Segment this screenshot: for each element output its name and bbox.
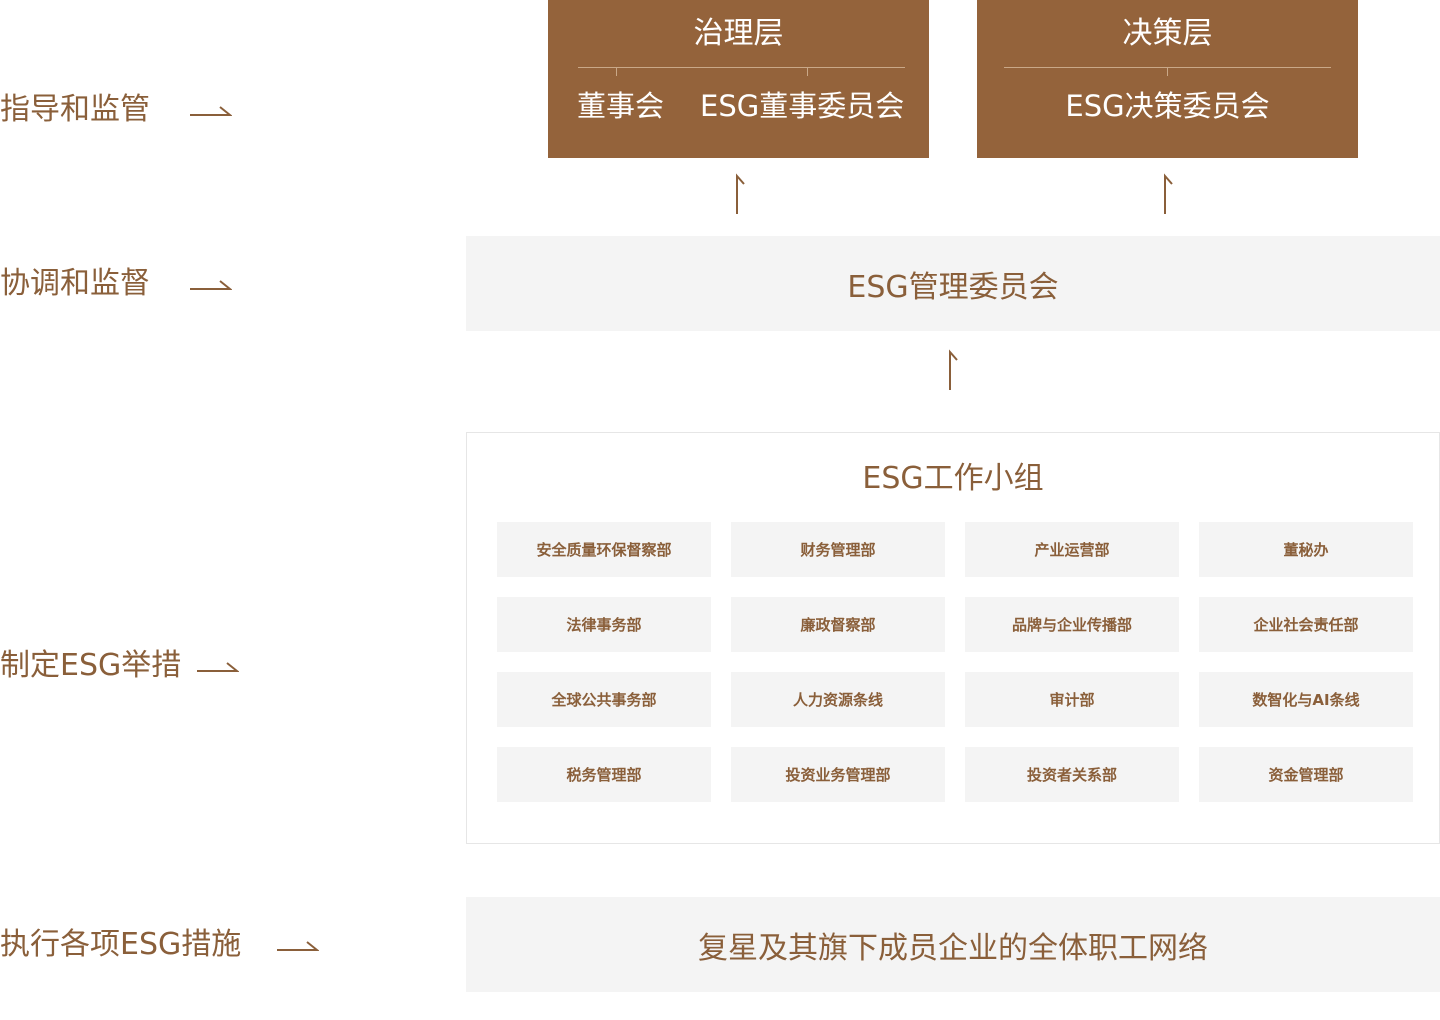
divider-tick: [616, 67, 617, 76]
department-item: 资金管理部: [1199, 747, 1413, 802]
row-label-formulate-text: 制定ESG举措: [0, 648, 182, 683]
esg-board-committee-label: ESG董事委员会: [700, 89, 905, 123]
divider: [578, 67, 905, 68]
row-label-formulate: 制定ESG举措: [0, 646, 240, 686]
board-label: 董事会: [577, 89, 665, 123]
working-group-title: ESG工作小组: [862, 461, 1044, 496]
department-item: 投资业务管理部: [731, 747, 945, 802]
esg-management-committee: ESG管理委员会: [466, 236, 1440, 331]
department-grid: 安全质量环保督察部 财务管理部 产业运营部 董秘办 法律事务部 廉政督察部 品牌…: [497, 522, 1413, 802]
esg-working-group: ESG工作小组 安全质量环保督察部 财务管理部 产业运营部 董秘办 法律事务部 …: [466, 432, 1440, 844]
department-item: 廉政督察部: [731, 597, 945, 652]
row-label-coordinate-text: 协调和监督: [0, 266, 150, 301]
department-item: 审计部: [965, 672, 1179, 727]
divider-tick: [807, 67, 808, 76]
right-arrow-icon: [190, 274, 232, 294]
department-item: 安全质量环保督察部: [497, 522, 711, 577]
department-item: 法律事务部: [497, 597, 711, 652]
up-arrow-icon: [1164, 173, 1173, 214]
department-item: 投资者关系部: [965, 747, 1179, 802]
department-item: 董秘办: [1199, 522, 1413, 577]
department-item: 税务管理部: [497, 747, 711, 802]
row-label-guide-text: 指导和监管: [0, 92, 150, 127]
right-arrow-icon: [197, 656, 240, 676]
row-label-guide: 指导和监管: [0, 90, 232, 130]
department-item: 人力资源条线: [731, 672, 945, 727]
decision-title: 决策层: [1122, 16, 1213, 51]
esg-decision-committee-label: ESG决策委员会: [1065, 89, 1270, 123]
employee-network: 复星及其旗下成员企业的全体职工网络: [466, 897, 1440, 992]
department-item: 企业社会责任部: [1199, 597, 1413, 652]
decision-box: 决策层 ESG决策委员会: [977, 0, 1358, 158]
right-arrow-icon: [277, 935, 320, 955]
department-item: 产业运营部: [965, 522, 1179, 577]
department-item: 品牌与企业传播部: [965, 597, 1179, 652]
up-arrow-icon: [949, 349, 958, 390]
row-label-execute: 执行各项ESG措施: [0, 925, 320, 965]
esg-management-committee-label: ESG管理委员会: [847, 269, 1059, 305]
row-label-coordinate: 协调和监督: [0, 264, 232, 304]
up-arrow-icon: [736, 173, 745, 214]
department-item: 全球公共事务部: [497, 672, 711, 727]
department-item: 财务管理部: [731, 522, 945, 577]
department-item: 数智化与AI条线: [1199, 672, 1413, 727]
right-arrow-icon: [190, 100, 232, 120]
divider-tick: [1167, 67, 1168, 76]
governance-title: 治理层: [693, 16, 784, 51]
governance-box: 治理层 董事会 ESG董事委员会: [548, 0, 929, 158]
employee-network-label: 复星及其旗下成员企业的全体职工网络: [698, 930, 1208, 966]
row-label-execute-text: 执行各项ESG措施: [0, 927, 242, 962]
